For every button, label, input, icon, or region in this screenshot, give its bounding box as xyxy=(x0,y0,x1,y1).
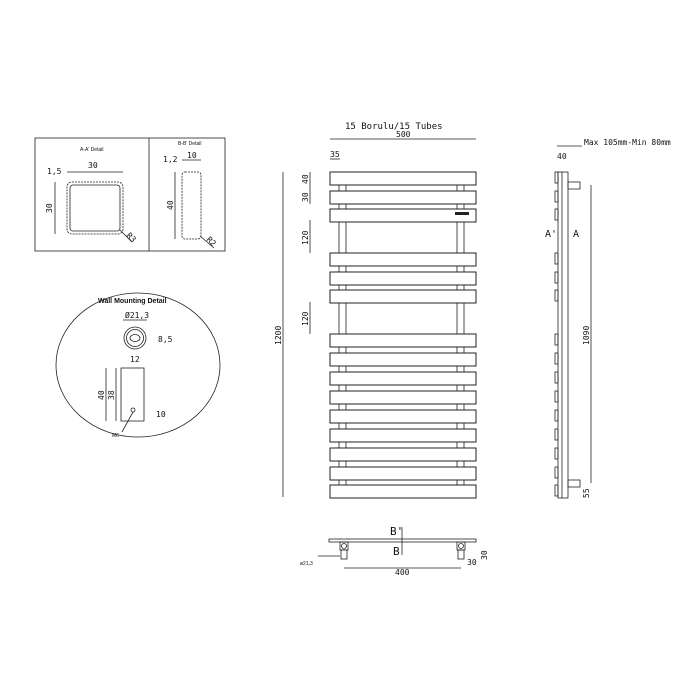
tube xyxy=(329,190,477,205)
tube-stub xyxy=(554,409,559,422)
aa-detail-title: A-A' Detail xyxy=(80,147,103,153)
tube-stub xyxy=(554,289,559,302)
width-dimension: 500 xyxy=(396,130,411,139)
aa-wall-label: 1,5 xyxy=(47,167,62,176)
tube xyxy=(329,289,477,304)
wm-bolt-offset-label: 10 xyxy=(156,410,166,419)
wm-diameter-label: Ø21,3 xyxy=(125,310,149,320)
tube xyxy=(329,447,477,462)
tube-stub xyxy=(554,428,559,441)
aa-radius-label: R3 xyxy=(125,231,138,244)
bb-width-label: 10 xyxy=(187,151,197,160)
tube-stack xyxy=(329,171,477,499)
bracket-width-label: 30 xyxy=(467,558,477,567)
pipe-diameter-label: ø21,3 xyxy=(300,561,313,567)
aa-width-label: 30 xyxy=(88,161,98,170)
tube-stub xyxy=(554,271,559,284)
tube-stub xyxy=(554,190,559,203)
tube-stubs xyxy=(554,171,559,497)
tube xyxy=(329,252,477,267)
tube-stub xyxy=(554,208,559,221)
gap-dimension: 30 xyxy=(301,192,310,202)
wm-bolt-label: M6 xyxy=(112,433,119,439)
tube-offset-dimension: 35 xyxy=(330,150,340,159)
tube xyxy=(329,409,477,424)
wm-hole-width-label: 12 xyxy=(130,355,140,364)
tube-stub xyxy=(554,352,559,365)
tube xyxy=(329,271,477,286)
wall-mounting-title: Wall Mounting Detail xyxy=(98,298,167,305)
tube-stub xyxy=(554,484,559,497)
group-gap-2-dimension: 120 xyxy=(301,311,310,326)
bb-radius-label: R2 xyxy=(205,235,218,248)
tube-stub xyxy=(554,371,559,384)
section-details-panel: A-A' Detail 30 1,5 30 R3 B-B' Detail 10 … xyxy=(34,137,226,252)
group-gap-1-dimension: 120 xyxy=(301,230,310,245)
bb-wall-label: 1,2 xyxy=(163,155,178,164)
front-view: 15 Borulu/15 Tubes 500 35 1200 40 30 120… xyxy=(274,122,477,499)
side-view: Max 105mm-Min 80mm 40 A' A 1090 55 xyxy=(545,138,671,499)
tube xyxy=(329,333,477,348)
top-bracket xyxy=(567,181,581,190)
tube-stub xyxy=(554,447,559,460)
tube xyxy=(329,208,477,223)
tube xyxy=(329,352,477,367)
bb-detail: B-B' Detail 10 1,2 40 R2 xyxy=(163,141,218,248)
wm-hole-height-label: 8,5 xyxy=(158,335,173,344)
tube-stub xyxy=(554,252,559,265)
valve xyxy=(455,212,469,215)
tube-stub xyxy=(554,171,559,184)
height-dimension: 1200 xyxy=(274,326,283,345)
tube xyxy=(329,428,477,443)
wm-inner-height-label: 38 xyxy=(107,390,116,400)
section-b-prime: B' xyxy=(390,525,403,538)
front-view-title: 15 Borulu/15 Tubes xyxy=(345,122,443,132)
tube xyxy=(329,484,477,499)
wall-mounting-detail: Wall Mounting Detail Ø21,3 8,5 12 40 38 … xyxy=(55,292,221,439)
top-tube-dimension: 40 xyxy=(301,174,310,184)
bracket-height-label: 30 xyxy=(480,550,489,560)
bb-detail-title: B-B' Detail xyxy=(178,141,201,147)
bracket-span-dimension: 1090 xyxy=(582,326,591,345)
tube-stub xyxy=(554,466,559,479)
tube xyxy=(329,390,477,405)
tube xyxy=(329,171,477,186)
section-a: A xyxy=(573,229,579,240)
aa-height-label: 30 xyxy=(45,203,54,213)
bottom-offset-dimension: 55 xyxy=(582,488,591,498)
section-b: B xyxy=(393,545,400,558)
bracket-span-400: 400 xyxy=(395,568,410,577)
bb-height-label: 40 xyxy=(166,200,175,210)
tube-stub xyxy=(554,333,559,346)
bottom-view: B' B ø21,3 400 30 30 xyxy=(300,525,489,577)
projection-dimension: Max 105mm-Min 80mm xyxy=(584,138,671,147)
bottom-bracket xyxy=(567,479,581,488)
depth-dimension: 40 xyxy=(557,152,567,161)
tube xyxy=(329,466,477,481)
wm-outer-height-label: 40 xyxy=(97,390,106,400)
tube-stub xyxy=(554,390,559,403)
tube xyxy=(329,371,477,386)
aa-detail: A-A' Detail 30 1,5 30 R3 xyxy=(45,147,138,244)
section-a-prime: A' xyxy=(545,229,557,240)
